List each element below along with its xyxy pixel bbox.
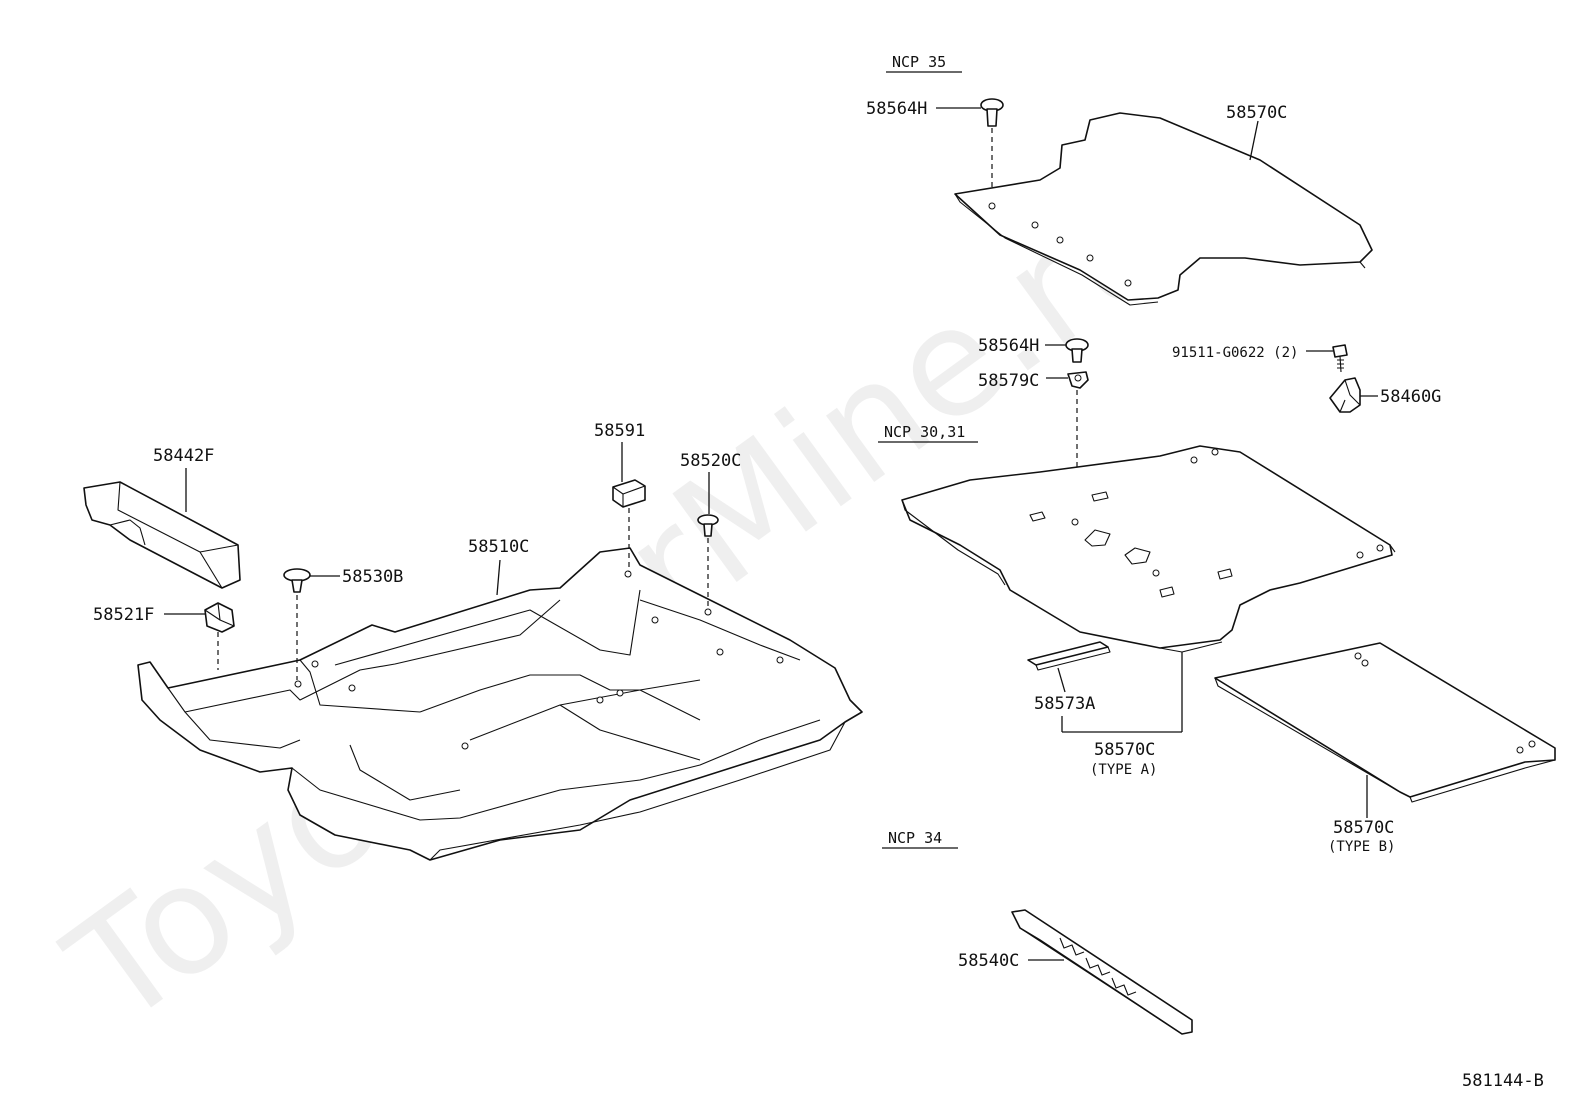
label-58591: 58591 — [594, 421, 645, 441]
label-91511-G0622: 91511-G0622 (2) — [1172, 345, 1298, 361]
mat-58570C-type-b — [1214, 642, 1556, 803]
clip-58520C — [697, 514, 719, 537]
hook-58460G — [1329, 377, 1361, 413]
mat-58570C-type-a — [901, 445, 1396, 653]
bolt-91511-G0622 — [1332, 344, 1348, 373]
label-58510C: 58510C — [468, 537, 529, 557]
clip-58530B — [283, 568, 311, 593]
label-58570C-top: 58570C — [1226, 103, 1287, 123]
label-58570C-type-b: 58570C — [1333, 818, 1394, 838]
clip-58521F — [204, 602, 235, 633]
group-ncp34: NCP 34 — [888, 829, 942, 847]
label-58570C-type-a-variant: (TYPE A) — [1090, 762, 1157, 778]
clip-58564H-top — [980, 98, 1004, 127]
diagram-code: 581144-B — [1462, 1071, 1544, 1091]
pad-58540C — [1011, 909, 1193, 1035]
plug-58591 — [612, 479, 646, 508]
label-58579C: 58579C — [978, 371, 1039, 391]
mat-58570C-ncp35 — [954, 112, 1373, 306]
clip-58579C — [1067, 371, 1089, 389]
label-58570C-type-a: 58570C — [1094, 740, 1155, 760]
group-ncp35: NCP 35 — [892, 53, 946, 71]
clip-58564H-mid — [1065, 338, 1089, 363]
group-ncp3031: NCP 30,31 — [884, 423, 965, 441]
label-58530B: 58530B — [342, 567, 403, 587]
plate-58573A — [1027, 641, 1111, 671]
label-58460G: 58460G — [1380, 387, 1441, 407]
label-58540C: 58540C — [958, 951, 1019, 971]
label-58573A: 58573A — [1034, 694, 1095, 714]
floor-carpet-58510C — [137, 547, 863, 861]
label-58442F: 58442F — [153, 446, 214, 466]
label-58564H-top: 58564H — [866, 99, 927, 119]
label-58520C: 58520C — [680, 451, 741, 471]
label-58570C-type-b-variant: (TYPE B) — [1328, 839, 1395, 855]
label-58521F: 58521F — [93, 605, 154, 625]
label-58564H-mid: 58564H — [978, 336, 1039, 356]
duct-58442F — [83, 481, 241, 589]
